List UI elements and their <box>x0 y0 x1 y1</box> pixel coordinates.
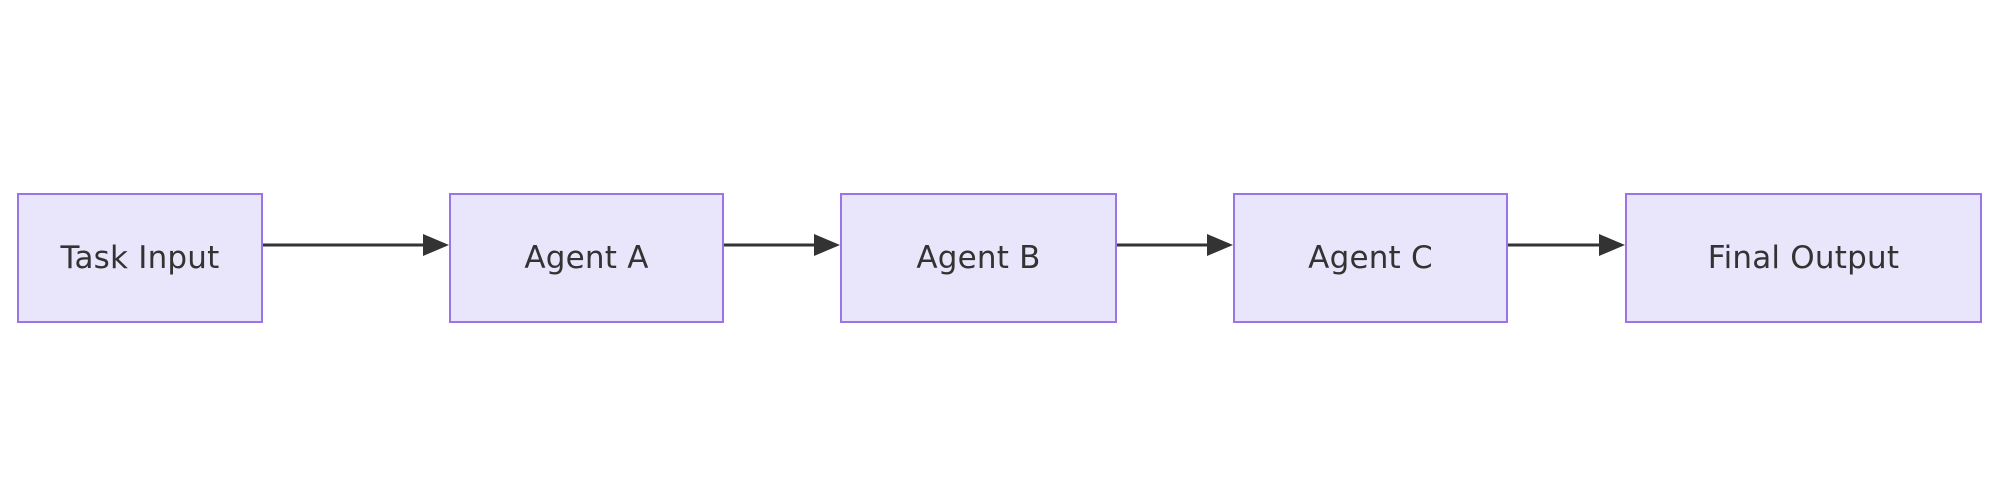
node-agent-c[interactable]: Agent C <box>1233 193 1508 323</box>
node-final-output[interactable]: Final Output <box>1625 193 1982 323</box>
node-task-input[interactable]: Task Input <box>17 193 263 323</box>
edge-agent-a-to-agent-b <box>724 232 840 258</box>
edge-task-input-to-agent-a <box>263 232 449 258</box>
edge-agent-b-to-agent-c <box>1117 232 1233 258</box>
node-agent-b[interactable]: Agent B <box>840 193 1117 323</box>
node-label-agent-c: Agent C <box>1308 239 1433 276</box>
edge-agent-c-to-final-output <box>1508 232 1625 258</box>
node-label-agent-b: Agent B <box>916 239 1041 276</box>
node-label-agent-a: Agent A <box>524 239 649 276</box>
node-label-final-output: Final Output <box>1707 239 1900 276</box>
node-label-task-input: Task Input <box>60 239 220 276</box>
node-agent-a[interactable]: Agent A <box>449 193 724 323</box>
